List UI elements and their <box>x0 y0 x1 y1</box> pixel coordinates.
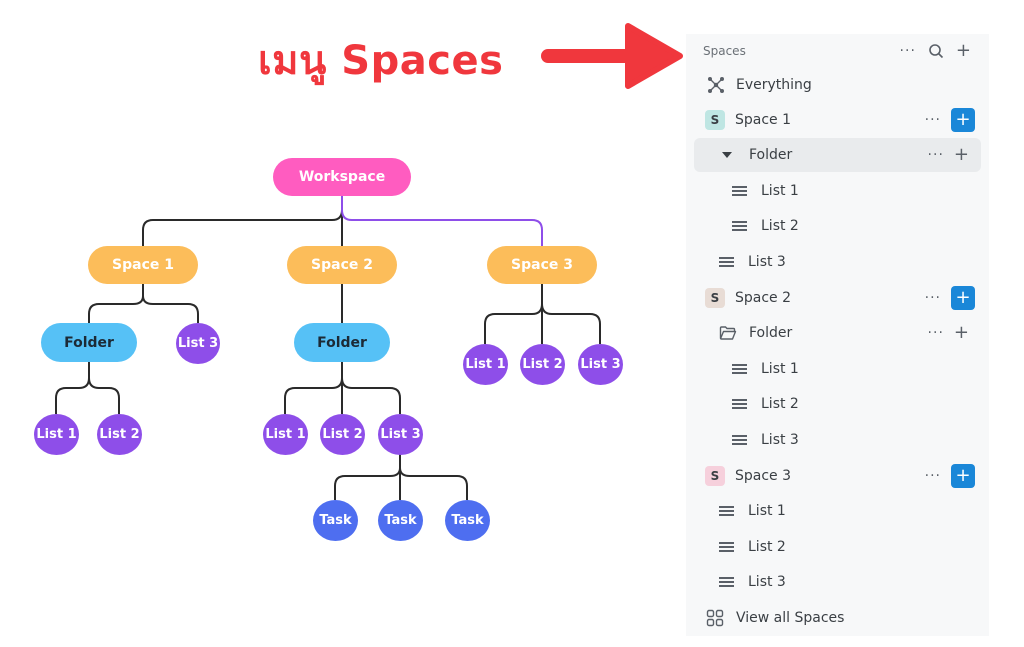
sidebar-item-label: List 1 <box>748 503 786 519</box>
page-title: เมนู Spaces <box>258 38 504 84</box>
hierarchy-diagram: Workspace Space 1 Space 2 Space 3 Folder… <box>34 158 623 541</box>
more-options-icon[interactable]: ··· <box>924 468 941 484</box>
add-icon[interactable]: + <box>953 144 969 165</box>
sidebar-item-label: List 3 <box>761 432 799 448</box>
list-icon <box>732 185 749 197</box>
arrow-right-icon <box>541 23 683 89</box>
task-node-3: Task <box>445 500 490 541</box>
sidebar-item-label: Everything <box>736 77 812 93</box>
more-options-icon[interactable]: ··· <box>927 325 944 341</box>
sidebar-item-label: Space 1 <box>735 112 792 128</box>
folder-node-space-1: Folder <box>41 323 137 362</box>
more-options-icon[interactable]: ··· <box>924 290 941 306</box>
space-avatar: S <box>705 288 725 308</box>
sidebar-item-label: Space 2 <box>735 290 792 306</box>
sidebar-item-s2-list-1[interactable]: List 1 <box>686 352 989 386</box>
sidebar-item-s1-list-3[interactable]: List 3 <box>686 245 989 279</box>
add-icon[interactable]: + <box>953 322 969 343</box>
sidebar-item-label: Space 3 <box>735 468 792 484</box>
space-avatar: S <box>705 110 725 130</box>
sidebar-item-space-1[interactable]: S Space 1 ··· + <box>686 103 989 137</box>
sidebar-item-label: List 2 <box>761 396 799 412</box>
space-1-node: Space 1 <box>88 246 198 284</box>
folder-node-space-2: Folder <box>294 323 390 362</box>
sidebar-item-space-3[interactable]: S Space 3 ··· + <box>686 459 989 493</box>
space-avatar: S <box>705 466 725 486</box>
more-options-icon[interactable]: ··· <box>927 147 944 163</box>
sidebar-item-label: Folder <box>749 147 793 163</box>
list-2-node-folder-2: List 2 <box>320 414 365 455</box>
list-1-node-space-3: List 1 <box>463 344 508 385</box>
more-options-icon[interactable]: ··· <box>899 43 916 59</box>
sidebar-item-s3-list-1[interactable]: List 1 <box>686 494 989 528</box>
space-3-node: Space 3 <box>487 246 597 284</box>
sidebar-item-label: Folder <box>749 325 793 341</box>
add-button[interactable]: + <box>951 108 975 132</box>
sidebar-item-label: View all Spaces <box>736 610 845 626</box>
list-icon <box>719 576 736 588</box>
space-3-actions: ··· + <box>925 459 975 493</box>
sidebar-header: Spaces ··· + <box>686 34 989 68</box>
sidebar-header-label: Spaces <box>703 44 746 58</box>
add-space-icon[interactable]: + <box>955 40 971 61</box>
list-icon <box>732 363 749 375</box>
list-icon <box>732 398 749 410</box>
connector-lines <box>55 196 601 500</box>
folder-icon <box>719 326 737 340</box>
sidebar-item-s2-list-2[interactable]: List 2 <box>686 387 989 421</box>
folder-1-actions: ··· + <box>928 138 969 172</box>
view-all-spaces[interactable]: View all Spaces <box>686 601 989 635</box>
space-2-actions: ··· + <box>925 281 975 315</box>
sidebar-item-label: List 2 <box>761 218 799 234</box>
sidebar-item-space-2[interactable]: S Space 2 ··· + <box>686 281 989 315</box>
search-icon[interactable] <box>928 43 944 59</box>
sidebar-item-label: List 1 <box>761 183 799 199</box>
task-node-1: Task <box>313 500 358 541</box>
sidebar-item-folder-space-2[interactable]: Folder ··· + <box>686 316 989 350</box>
list-3-node-space-3: List 3 <box>578 344 623 385</box>
list-icon <box>719 505 736 517</box>
task-node-2: Task <box>378 500 423 541</box>
sidebar-item-label: List 2 <box>748 539 786 555</box>
list-icon <box>719 541 736 553</box>
folder-2-actions: ··· + <box>928 316 969 350</box>
sidebar-item-s1-list-2[interactable]: List 2 <box>686 209 989 243</box>
add-button[interactable]: + <box>951 286 975 310</box>
sidebar-item-label: List 1 <box>761 361 799 377</box>
caret-down-icon[interactable] <box>722 152 732 158</box>
workspace-node: Workspace <box>273 158 411 196</box>
spaces-sidebar: Spaces ··· + Everything S Space 1 ··· + … <box>686 34 989 636</box>
sidebar-item-s3-list-2[interactable]: List 2 <box>686 530 989 564</box>
sidebar-item-label: List 3 <box>748 574 786 590</box>
list-icon <box>732 220 749 232</box>
list-icon <box>719 256 736 268</box>
sidebar-item-s1-list-1[interactable]: List 1 <box>686 174 989 208</box>
everything-icon <box>708 77 724 93</box>
list-3-node-folder-2: List 3 <box>378 414 423 455</box>
sidebar-item-everything[interactable]: Everything <box>686 68 989 102</box>
sidebar-header-actions: ··· + <box>900 34 971 68</box>
sidebar-item-label: List 3 <box>748 254 786 270</box>
sidebar-item-folder-space-1[interactable]: Folder ··· + <box>694 138 981 172</box>
list-3-node-space-1: List 3 <box>176 323 220 364</box>
space-1-actions: ··· + <box>925 103 975 137</box>
space-2-node: Space 2 <box>287 246 397 284</box>
list-1-node-folder-2: List 1 <box>263 414 308 455</box>
add-button[interactable]: + <box>951 464 975 488</box>
list-2-node-space-3: List 2 <box>520 344 565 385</box>
list-icon <box>732 434 749 446</box>
list-2-node-folder-1: List 2 <box>97 414 142 455</box>
sidebar-item-s2-list-3[interactable]: List 3 <box>686 423 989 457</box>
sidebar-item-s3-list-3[interactable]: List 3 <box>686 565 989 599</box>
list-1-node-folder-1: List 1 <box>34 414 79 455</box>
more-options-icon[interactable]: ··· <box>924 112 941 128</box>
grid-icon <box>706 609 724 627</box>
